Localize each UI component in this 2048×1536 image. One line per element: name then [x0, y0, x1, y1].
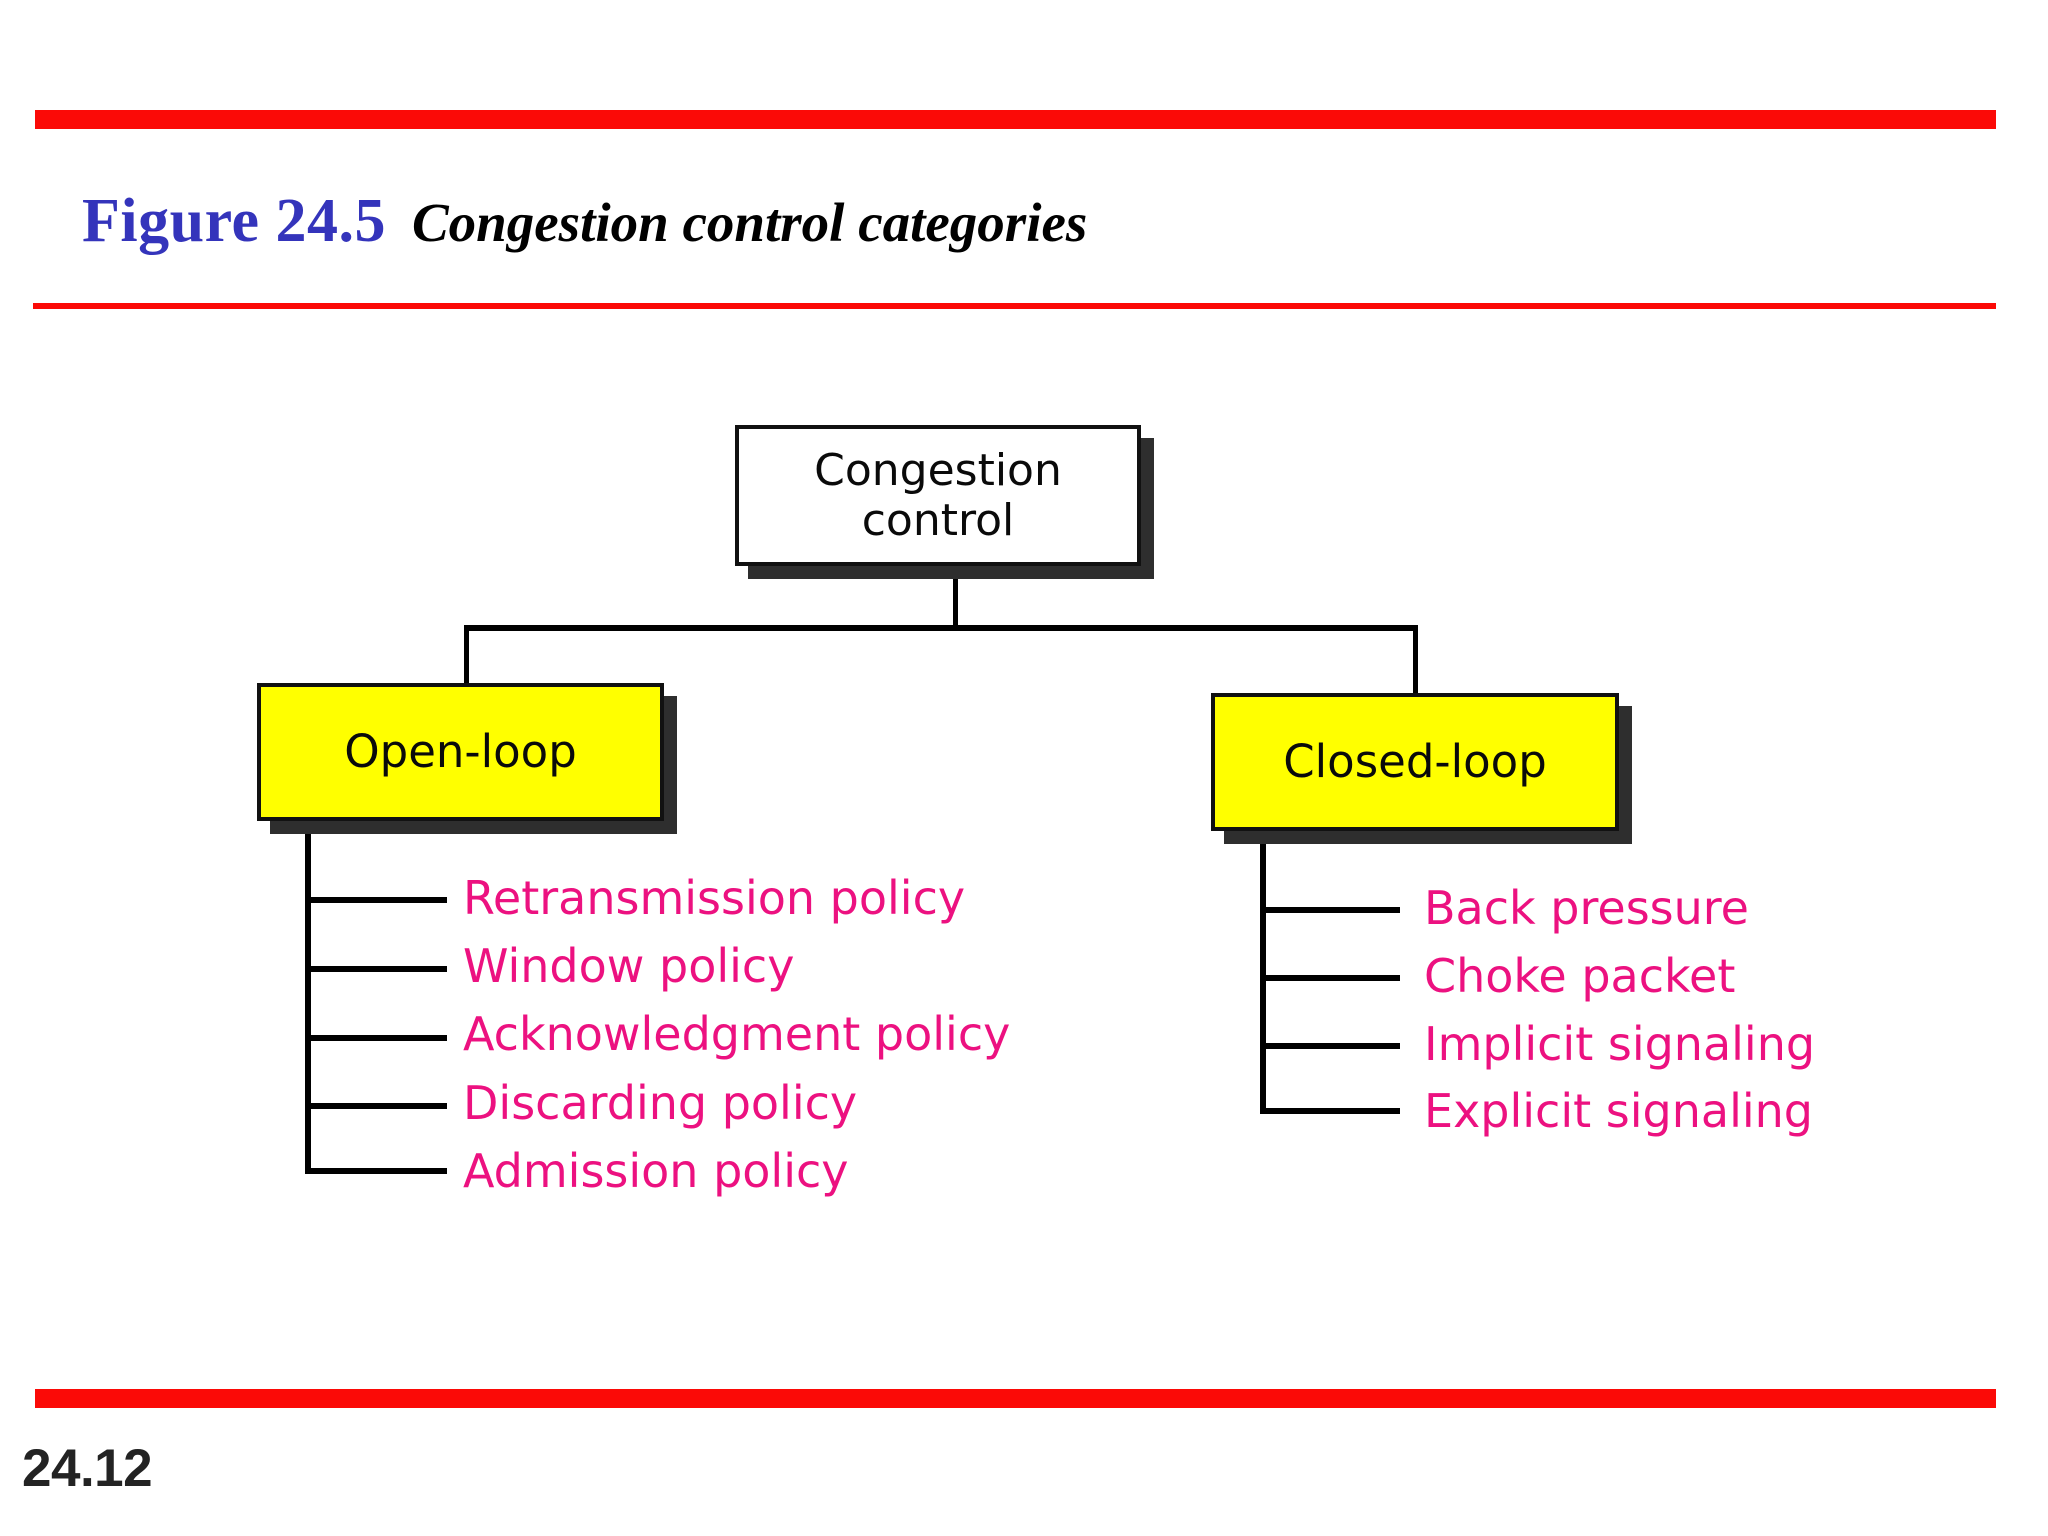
closed-loop-trunk [1260, 836, 1266, 1112]
leaf-open-loop-5[interactable]: Admission policy [463, 1144, 849, 1198]
connector-horizontal-bus [464, 625, 1418, 631]
node-congestion-control-line2: control [861, 494, 1015, 546]
node-closed-loop[interactable]: Closed-loop [1211, 693, 1619, 831]
open-loop-tick-1 [305, 897, 447, 903]
connector-leg-closed-loop [1413, 625, 1418, 695]
open-loop-tick-5 [305, 1168, 447, 1174]
figure-caption: Congestion control categories [412, 192, 1088, 253]
closed-loop-tick-1 [1260, 907, 1400, 913]
title-divider-rule [33, 303, 1996, 309]
open-loop-tick-2 [305, 966, 447, 972]
leaf-open-loop-1[interactable]: Retransmission policy [463, 871, 966, 925]
connector-root-stem [953, 566, 958, 628]
open-loop-trunk [305, 826, 311, 1174]
node-congestion-control-label: Congestion control [814, 446, 1062, 545]
closed-loop-tick-3 [1260, 1043, 1400, 1049]
open-loop-tick-4 [305, 1103, 447, 1109]
figure-number: Figure 24.5 [82, 187, 386, 255]
page-title: Figure 24.5 Congestion control categories [82, 186, 1087, 257]
leaf-open-loop-2[interactable]: Window policy [463, 939, 795, 993]
closed-loop-tick-4 [1260, 1108, 1400, 1114]
top-red-rule [35, 110, 1996, 129]
node-congestion-control-line1: Congestion [814, 445, 1062, 497]
page-number: 24.12 [22, 1439, 153, 1498]
leaf-closed-loop-4[interactable]: Explicit signaling [1424, 1084, 1813, 1138]
leaf-open-loop-4[interactable]: Discarding policy [463, 1076, 858, 1130]
node-open-loop-label: Open-loop [344, 724, 577, 778]
open-loop-tick-3 [305, 1035, 447, 1041]
node-congestion-control[interactable]: Congestion control [735, 425, 1141, 566]
bottom-red-rule [35, 1389, 1996, 1408]
closed-loop-tick-2 [1260, 975, 1400, 981]
leaf-closed-loop-2[interactable]: Choke packet [1424, 949, 1736, 1003]
node-closed-loop-label: Closed-loop [1283, 734, 1547, 788]
node-open-loop[interactable]: Open-loop [257, 683, 664, 821]
connector-leg-open-loop [464, 625, 469, 685]
leaf-open-loop-3[interactable]: Acknowledgment policy [463, 1007, 1011, 1061]
leaf-closed-loop-3[interactable]: Implicit signaling [1424, 1017, 1816, 1071]
leaf-closed-loop-1[interactable]: Back pressure [1424, 881, 1749, 935]
